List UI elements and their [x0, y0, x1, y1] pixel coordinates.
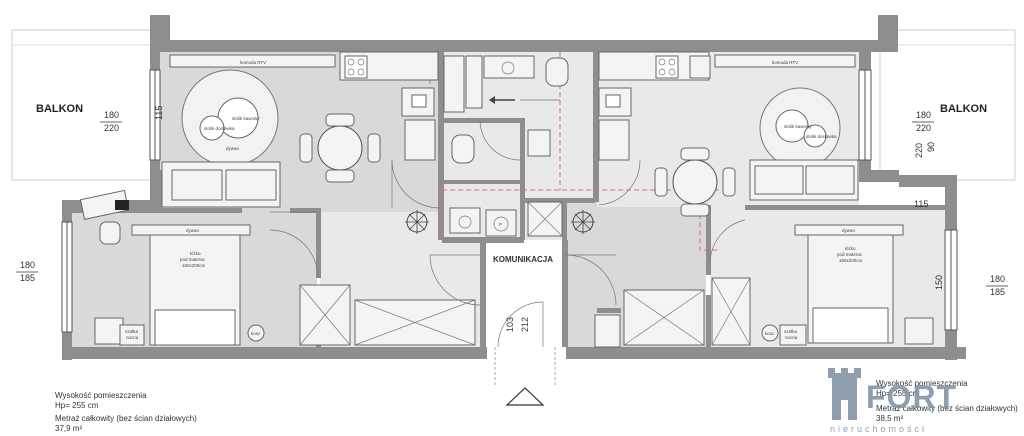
left-wardrobes	[299, 284, 476, 346]
right-nightstands: szafka nocna kosz	[761, 317, 934, 346]
right-side-window-dim: 150	[934, 275, 944, 290]
right-balcony-dim-bottom: 220	[916, 123, 931, 133]
left-nightstand-label-2: nocna	[126, 335, 139, 340]
corridor-door-width: 103	[505, 317, 515, 332]
right-window-dim: 115	[914, 199, 928, 209]
left-rug: stolik kawowy stolik dostawka dywan	[181, 69, 279, 167]
corridor-doors	[429, 254, 617, 385]
left-bedroom-door	[269, 211, 319, 279]
left-bed-label-2: pod materac	[180, 257, 206, 262]
washing-machine-label: P	[499, 222, 502, 227]
left-kitchen	[339, 51, 439, 161]
left-desk	[79, 189, 130, 245]
right-bathroom	[483, 55, 569, 237]
left-area-value: 37,9 m²	[55, 424, 82, 433]
left-side-dim-top: 180	[20, 260, 35, 270]
logo-name: FORT	[866, 379, 957, 415]
left-tv-cabinet: komoda RTV	[169, 54, 336, 68]
windows	[61, 69, 958, 333]
right-side-dim-bottom: 185	[990, 287, 1005, 297]
right-bed: łóżko pod materac 160x200cm dywan	[794, 224, 904, 344]
left-bed-label-1: łóżko	[190, 251, 201, 256]
right-bed-label-1: łóżko	[845, 246, 856, 251]
right-bedroom-rug-label: dywan	[842, 228, 856, 233]
right-basket-label: kosz	[765, 331, 775, 336]
left-bedroom-rug-label: dywan	[186, 228, 200, 233]
left-bed: łóżko pod materac 160x200cm dywan	[131, 224, 251, 346]
right-plant	[571, 210, 595, 234]
left-bed-label-3: 160x200cm	[182, 263, 206, 268]
right-wardrobes	[594, 277, 751, 348]
right-nightstand-label-2: nocna	[785, 335, 798, 340]
left-bathroom: P	[443, 55, 521, 237]
right-dining-table	[654, 147, 736, 217]
castle-tower-icon	[828, 368, 861, 420]
left-tv-cabinet-label: komoda RTV	[240, 60, 266, 65]
left-nightstand-label-1: szafka	[125, 329, 139, 334]
left-pouf-label: stolik dostawka	[204, 126, 235, 131]
right-nightstand-label-1: szafka	[784, 329, 798, 334]
right-vertical-dim-1: 90	[926, 142, 936, 152]
corridor-floor	[486, 245, 566, 347]
left-balcony-dim-bottom: 220	[104, 123, 119, 133]
right-side-dim-top: 180	[990, 274, 1005, 284]
right-area-value: 38,5 m²	[876, 414, 903, 423]
left-entry-door	[391, 159, 441, 209]
left-plant	[405, 210, 429, 234]
left-rug-label: dywan	[226, 146, 240, 151]
corridor-direction-arrow	[505, 387, 545, 406]
left-basket-label: kosz	[251, 331, 261, 336]
left-sofa	[161, 161, 281, 208]
left-height-value: Hp= 255 cm	[55, 401, 99, 410]
corridor-label: KOMUNIKACJA	[493, 255, 553, 264]
right-balcony-dim-top: 180	[916, 110, 931, 120]
left-side-dim-bottom: 185	[20, 273, 35, 283]
left-balcony-dim-top: 180	[104, 110, 119, 120]
left-nightstands: szafka nocna kosz	[94, 317, 265, 346]
right-tv-cabinet-label: komoda RTV	[772, 60, 798, 65]
right-rug: stolik kawowy stolik dostawka	[759, 87, 841, 169]
right-height-value: Hp= 255 cm	[876, 389, 920, 398]
right-height-title: Wysokość pomieszczenia	[876, 379, 968, 388]
right-bedroom-door	[709, 219, 746, 263]
left-window-dim: 115	[154, 106, 164, 120]
outer-walls	[62, 15, 966, 360]
right-coffee-table-label: stolik kawowy	[784, 124, 812, 129]
left-area-title: Metraż całkowity (bez ścian działowych)	[55, 414, 197, 423]
right-tv-cabinet: komoda RTV	[714, 54, 856, 68]
right-area-title: Metraż całkowity (bez ścian działowych)	[876, 404, 1018, 413]
right-balcony-label: BALKON	[940, 103, 987, 115]
left-coffee-table-label: stolik kawowy	[232, 116, 260, 121]
right-bed-label-3: 160x200cm	[839, 258, 863, 263]
left-height-title: Wysokość pomieszczenia	[55, 391, 147, 400]
right-entry-door	[598, 159, 641, 206]
left-balcony-label: BALKON	[36, 103, 83, 115]
right-bed-label-2: pod materac	[837, 252, 863, 257]
right-kitchen	[598, 51, 711, 161]
right-sofa	[749, 159, 859, 201]
right-pouf-label: stolik dostawka	[806, 134, 837, 139]
logo-subtitle: nieruchomości	[830, 424, 927, 434]
right-vertical-dim-2: 220	[914, 143, 924, 158]
left-dining-table	[299, 113, 381, 183]
corridor-door-height: 212	[520, 317, 530, 332]
fort-logo: FORT nieruchomości	[828, 368, 957, 434]
